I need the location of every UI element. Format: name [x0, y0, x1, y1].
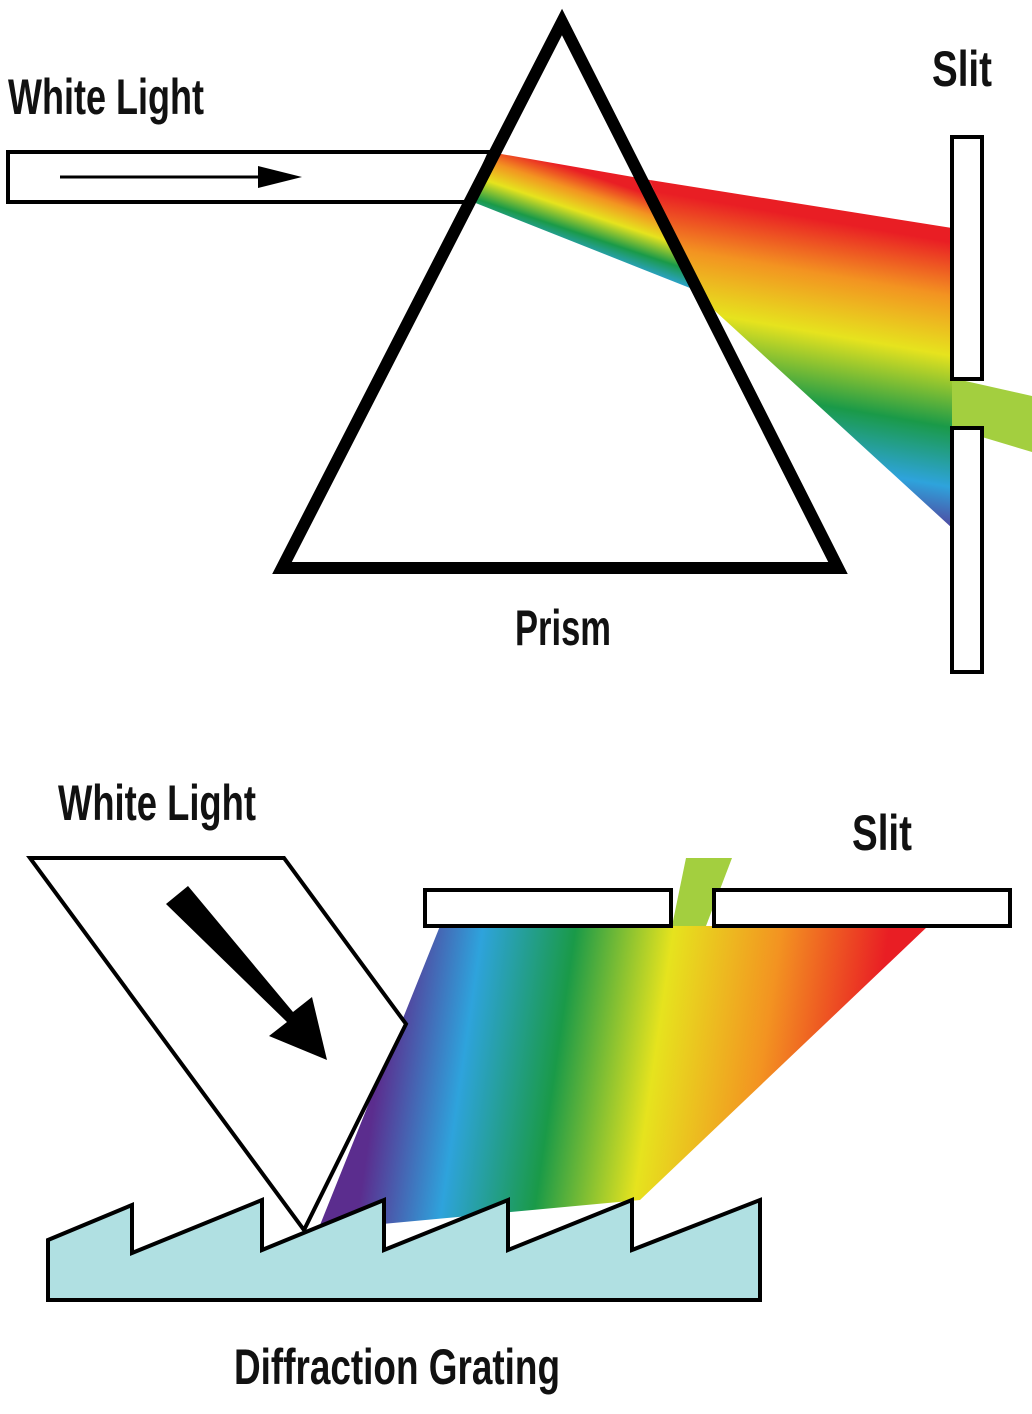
grating-beam-arrow-icon	[166, 886, 327, 1060]
grating-white-light-label: White Light	[58, 775, 256, 831]
grating-label: Diffraction Grating	[234, 1339, 560, 1395]
diffraction-grating	[46, 1197, 762, 1302]
grating-spectrum	[318, 926, 928, 1230]
prism-internal-spectrum	[468, 152, 690, 288]
prism-slit-bar-lower	[950, 426, 984, 674]
grating-white-light-beam	[26, 856, 409, 1234]
prism-output-spectrum	[650, 180, 952, 528]
prism-white-light-label: White Light	[8, 69, 204, 125]
grating-panel: White Light Slit Diffraction Grating	[26, 775, 1012, 1395]
prism-triangle	[272, 8, 848, 574]
grating-slit-bar-right	[712, 888, 1012, 928]
prism-slit-bar-upper	[950, 135, 984, 381]
prism-label: Prism	[515, 600, 611, 656]
grating-slit-label: Slit	[852, 805, 912, 861]
prism-beam-arrow-icon	[258, 166, 302, 188]
grating-slit-bar-left	[423, 888, 673, 928]
prism-panel: White Light Slit Prism	[6, 8, 1032, 674]
grating-passed-beam	[672, 858, 732, 926]
prism-slit-label: Slit	[932, 41, 992, 97]
